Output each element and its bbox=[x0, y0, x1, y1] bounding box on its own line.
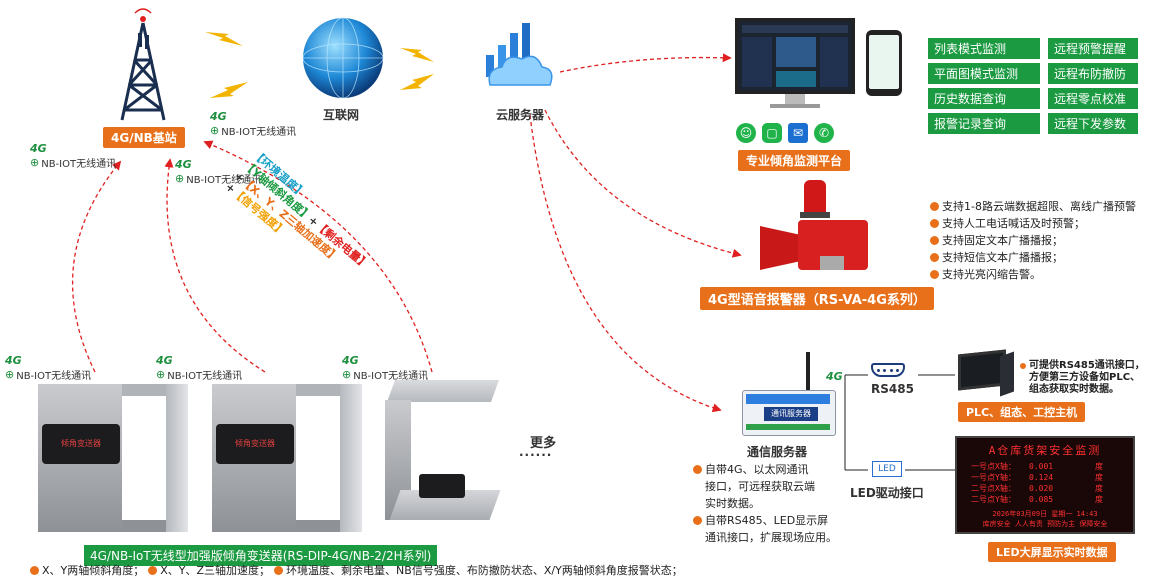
feature-remote-arm: 远程布防撤防 bbox=[1048, 63, 1138, 84]
sensor-unit-2: 倾角变送器 bbox=[212, 384, 362, 532]
feature-list-mode: 列表模式监测 bbox=[928, 38, 1040, 59]
globe-icon: ⊕ bbox=[30, 156, 40, 169]
internet-label: 互联网 bbox=[323, 108, 360, 122]
network-tag-3: 4G ⊕NB-IOT无线通讯 bbox=[175, 158, 261, 186]
4g-icon: 4G bbox=[210, 110, 227, 123]
email-icon: ✉ bbox=[788, 123, 808, 143]
network-tag-2: 4G ⊕NB-IOT无线通讯 bbox=[30, 142, 116, 170]
feature-history: 历史数据查询 bbox=[928, 88, 1040, 109]
link-cloud-to-platform bbox=[559, 53, 732, 73]
message-icon: ▢ bbox=[762, 123, 782, 143]
feature-floorplan-mode: 平面图模式监测 bbox=[928, 63, 1040, 84]
led-screen-date: 2026年03月09日 星期一 14:43 bbox=[992, 510, 1098, 518]
feature-remote-alert: 远程预警提醒 bbox=[1048, 38, 1138, 59]
led-screen-slogan: 库房安全 人人有责 预防为主 保障安全 bbox=[982, 520, 1108, 528]
link-sensor3-to-base bbox=[203, 140, 433, 373]
led-screen-title: A仓库货架安全监测 bbox=[988, 444, 1102, 457]
plc-label: PLC、组态、工控主机 bbox=[958, 402, 1086, 422]
link-cloud-to-alarm bbox=[544, 109, 742, 258]
phone-icon: ✆ bbox=[814, 123, 834, 143]
link-sensor2-to-base bbox=[164, 158, 266, 373]
4g-icon: 4G bbox=[30, 142, 47, 155]
base-station-label: 4G/NB基站 bbox=[103, 127, 185, 148]
globe-icon: ⊕ bbox=[156, 368, 166, 381]
lightning-icon bbox=[400, 74, 434, 90]
more-label: 更多 bbox=[530, 436, 557, 451]
platform-features: 列表模式监测 远程预警提醒 平面图模式监测 远程布防撤防 历史数据查询 远程零点… bbox=[928, 38, 1138, 134]
4g-icon: 4G bbox=[156, 354, 173, 367]
network-tag-1: 4G ⊕NB-IOT无线通讯 bbox=[210, 110, 296, 138]
comm-device-text: 通讯服务器 bbox=[764, 407, 818, 421]
alarm-features: 支持1-8路云端数据超限、离线广播预警 支持人工电话喊话及时预警； 支持固定文本… bbox=[930, 198, 1136, 283]
nbiot-label: NB-IOT无线通讯 bbox=[41, 159, 117, 170]
cloud-server bbox=[478, 15, 558, 95]
4g-icon: 4G bbox=[342, 354, 359, 367]
alarm-feature: 支持人工电话喊话及时预警； bbox=[930, 215, 1136, 232]
plc-desc: 可提供RS485通讯接口， 方便第三方设备如PLC、 组态获取实时数据。 bbox=[1020, 360, 1145, 396]
nbiot-label: NB-IOT无线通讯 bbox=[16, 371, 92, 382]
comm-desc: 自带4G、以太网通讯 接口，可远程获取云端 实时数据。 自带RS485、LED显… bbox=[693, 461, 837, 546]
tilt-sensor-device bbox=[419, 474, 465, 498]
sensor-unit-1: 倾角变送器 bbox=[38, 384, 188, 532]
cloud-server-label: 云服务器 bbox=[496, 108, 545, 122]
lightning-icon bbox=[205, 32, 243, 46]
link-cloud-to-comm bbox=[529, 114, 722, 413]
base-station bbox=[108, 5, 178, 125]
platform-monitor bbox=[735, 18, 855, 110]
tilt-sensor-device: 倾角变送器 bbox=[216, 424, 294, 464]
lightning-icon bbox=[210, 82, 248, 98]
globe-icon: ⊕ bbox=[5, 368, 15, 381]
alarm-feature: 支持光亮闪缩告警。 bbox=[930, 266, 1136, 283]
internet bbox=[300, 15, 386, 101]
tower-icon bbox=[120, 8, 166, 121]
alarm-feature: 支持1-8路云端数据超限、离线广播预警 bbox=[930, 198, 1136, 215]
sensor-title: 4G/NB-IoT无线型加强版倾角变送器(RS-DIP-4G/NB-2/2H系列… bbox=[84, 545, 438, 566]
nbiot-label: NB-IOT无线通讯 bbox=[186, 175, 262, 186]
app-icons: ☺ ▢ ✉ ✆ bbox=[736, 123, 834, 143]
nbiot-label: NB-IOT无线通讯 bbox=[221, 127, 297, 138]
platform-phone bbox=[866, 30, 902, 96]
comm-server-title: 通信服务器 bbox=[747, 445, 808, 459]
voice-alarm-device bbox=[760, 180, 870, 272]
led-interface-label: LED驱动接口 bbox=[850, 486, 924, 500]
tilt-sensor-device: 倾角变送器 bbox=[42, 424, 120, 464]
rs485-port-icon bbox=[871, 363, 905, 377]
feature-alarm-records: 报警记录查询 bbox=[928, 113, 1040, 134]
network-tag-5: 4G ⊕NB-IOT无线通讯 bbox=[156, 354, 242, 382]
globe-icon: ⊕ bbox=[342, 368, 352, 381]
voice-alarm-title: 4G型语音报警器（RS-VA-4G系列） bbox=[700, 287, 934, 310]
platform-title: 专业倾角监测平台 bbox=[738, 150, 851, 171]
globe-icon bbox=[302, 17, 384, 99]
lightning-icon bbox=[400, 48, 434, 62]
sensor-bullets: X、Y两轴倾斜角度； X、Y、Z三轴加速度； 环境温度、剩余电量、NB信号强度、… bbox=[30, 562, 683, 579]
more-dots: ······ bbox=[519, 448, 553, 462]
globe-icon: ⊕ bbox=[175, 172, 185, 185]
link-sensor1-to-base bbox=[72, 160, 122, 373]
led-screen-label: LED大屏显示实时数据 bbox=[988, 542, 1116, 562]
network-tag-4: 4G ⊕NB-IOT无线通讯 bbox=[5, 354, 91, 382]
cloud-server-icon bbox=[486, 23, 553, 86]
alarm-feature: 支持短信文本广播播报； bbox=[930, 249, 1136, 266]
4g-icon: 4G bbox=[5, 354, 22, 367]
globe-icon: ⊕ bbox=[210, 124, 220, 137]
led-interface-icon: LED bbox=[872, 461, 902, 477]
feature-remote-zero: 远程零点校准 bbox=[1048, 88, 1138, 109]
nbiot-label: NB-IOT无线通讯 bbox=[167, 371, 243, 382]
comm-4g-badge: 4G bbox=[826, 370, 843, 383]
nbiot-label: NB-IOT无线通讯 bbox=[353, 371, 429, 382]
feature-remote-params: 远程下发参数 bbox=[1048, 113, 1138, 134]
4g-icon: 4G bbox=[175, 158, 192, 171]
sensor-unit-3 bbox=[385, 380, 501, 530]
wechat-icon: ☺ bbox=[736, 123, 756, 143]
network-tag-6: 4G ⊕NB-IOT无线通讯 bbox=[342, 354, 428, 382]
comm-server-device: 通讯服务器 bbox=[738, 352, 844, 436]
alarm-feature: 支持固定文本广播播报； bbox=[930, 232, 1136, 249]
plc-device bbox=[958, 349, 1016, 397]
rs485-label: RS485 bbox=[871, 382, 914, 396]
